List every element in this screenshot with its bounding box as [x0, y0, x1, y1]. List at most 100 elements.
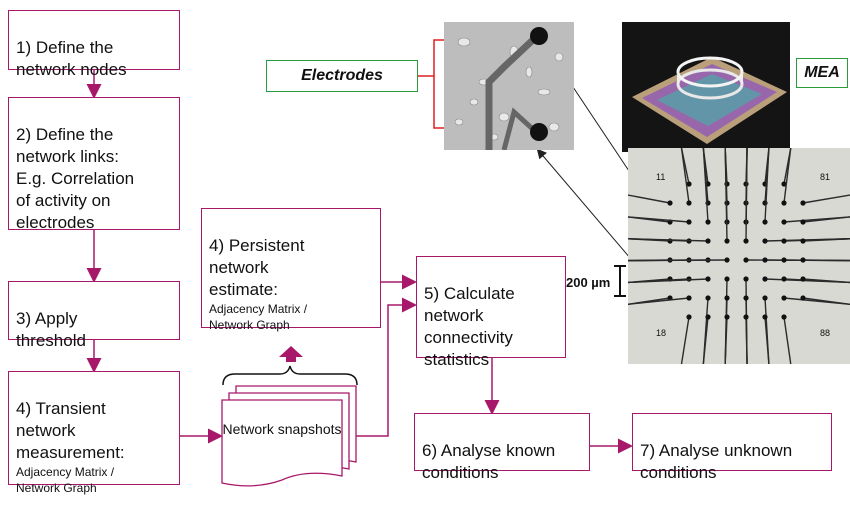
mea-electrode [781, 181, 787, 187]
step-2-label: 2) Define the network links: E.g. Correl… [16, 125, 135, 232]
mea-electrode [743, 276, 749, 282]
mea-electrode [781, 200, 787, 206]
electrode-micrograph-drawing [444, 22, 574, 150]
mea-callout-label: MEA [804, 64, 840, 81]
mea-electrode [762, 200, 768, 206]
mea-trace [702, 316, 709, 364]
mea-trace [802, 216, 850, 223]
step-7-label: 7) Analyse unknown conditions [640, 441, 793, 482]
step-4-transient-box: 4) Transient network measurement: Adjace… [8, 371, 180, 495]
mea-electrode [686, 200, 692, 206]
mea-electrode [743, 257, 749, 263]
mea-electrode [724, 257, 730, 263]
mea-electrode [800, 219, 806, 225]
brace [222, 365, 358, 386]
mea-electrode [781, 257, 787, 263]
mea-trace [764, 316, 770, 364]
step-1-label: 1) Define the network nodes [16, 38, 127, 79]
mea-electrode [762, 314, 768, 320]
mea-trace [628, 194, 671, 204]
step-4-transient-title: 4) Transient network measurement: [16, 399, 125, 462]
mea-electrode [800, 238, 806, 244]
mea-electrode [724, 295, 730, 301]
mea-electrode [800, 295, 806, 301]
mea-trace [628, 278, 709, 284]
mea-electrode [686, 219, 692, 225]
mea-trace [628, 259, 728, 262]
mea-electrode [800, 257, 806, 263]
mea-trace [628, 297, 690, 305]
step-7-box: 7) Analyse unknown conditions [632, 413, 832, 482]
mea-electrode [705, 238, 711, 244]
mea-trace [680, 316, 690, 364]
mea-trace [783, 148, 792, 204]
mea-trace [724, 148, 728, 242]
mea-trace [680, 148, 690, 204]
step-3-box: 3) Apply threshold [8, 281, 180, 350]
mea-corner-label: 18 [656, 328, 666, 338]
mea-electrode [705, 219, 711, 225]
mea-trace [764, 148, 770, 223]
mea-trace [802, 259, 850, 262]
step-5-box: 5) Calculate network connectivity statis… [416, 256, 566, 369]
mea-electrode [762, 257, 768, 263]
electrode-top [530, 27, 548, 45]
electrode-micrograph [444, 22, 574, 150]
mea-electrode [705, 295, 711, 301]
mea-electrode [705, 314, 711, 320]
mea-trace [724, 316, 728, 364]
step-4-persistent-subtitle: Adjacency Matrix / Network Graph [209, 302, 308, 332]
mea-corner-label: 81 [820, 172, 830, 182]
mea-electrode [800, 276, 806, 282]
mea-electrode [743, 238, 749, 244]
step-2-box: 2) Define the network links: E.g. Correl… [8, 97, 180, 232]
electrodes-callout-label: Electrodes [301, 67, 383, 84]
mea-trace [783, 316, 792, 364]
snapshots-label: Network snapshots [222, 421, 342, 437]
mea-electrode [724, 276, 730, 282]
step-3-label: 3) Apply threshold [16, 309, 86, 350]
mea-trace [745, 316, 748, 364]
mea-electrode [686, 181, 692, 187]
mea-trace [628, 216, 690, 223]
electrode-bottom [530, 123, 548, 141]
mea-electrode [705, 276, 711, 282]
electrodes-callout: Electrodes [266, 60, 418, 92]
mea-electrode [724, 314, 730, 320]
mea-electrode [762, 219, 768, 225]
mea-electrode [781, 276, 787, 282]
mea-electrode [686, 314, 692, 320]
scale-bar-label: 200 µm [566, 275, 611, 290]
step-4-transient-subtitle: Adjacency Matrix / Network Graph [16, 465, 115, 495]
mea-electrode [743, 314, 749, 320]
mea-electrode [724, 238, 730, 244]
mea-electrode [762, 276, 768, 282]
mea-trace [802, 238, 850, 242]
step-5-label: 5) Calculate network connectivity statis… [424, 284, 515, 369]
mea-corner-label: 88 [820, 328, 830, 338]
mea-electrode [686, 295, 692, 301]
step-4-persistent-box: 4) Persistent network estimate: Adjacenc… [201, 208, 381, 332]
mea-electrode [667, 200, 673, 206]
mea-electrode [781, 238, 787, 244]
mea-electrode [800, 200, 806, 206]
mea-electrode [686, 276, 692, 282]
mea-electrode [762, 295, 768, 301]
mea-trace [702, 148, 709, 223]
mea-trace [802, 297, 850, 305]
mea-electrode [781, 314, 787, 320]
mea-electrode [781, 219, 787, 225]
mea-device-drawing [622, 22, 790, 152]
mea-device-photo [622, 22, 790, 152]
step-4-persistent-title: 4) Persistent network estimate: [209, 236, 305, 299]
mea-trace [802, 194, 850, 204]
mea-corner-label: 11 [656, 172, 665, 182]
step-6-box: 6) Analyse known conditions [414, 413, 590, 482]
mea-trace [628, 238, 709, 242]
mea-callout: MEA [796, 58, 848, 88]
mea-electrode [743, 295, 749, 301]
mea-grid-drawing: 11 81 18 88 [628, 148, 850, 364]
mea-trace [745, 148, 748, 242]
arrow-snapshots-to-5 [355, 297, 417, 437]
step-6-label: 6) Analyse known conditions [422, 441, 556, 482]
